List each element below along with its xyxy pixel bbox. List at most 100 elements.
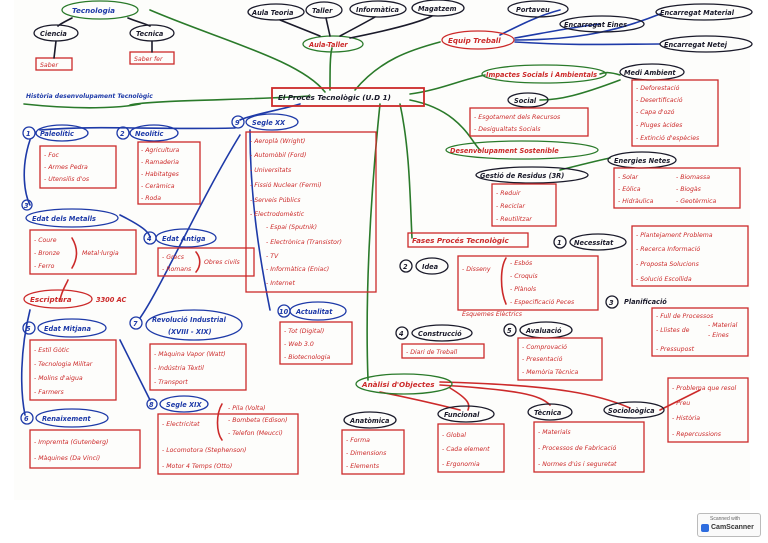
segle20-item: - TV xyxy=(266,253,279,260)
camscanner-label: CamScanner xyxy=(711,524,754,531)
taller-label: Taller xyxy=(312,7,333,15)
energies-item: - Geotèrmica xyxy=(676,197,717,205)
analisi-cluster: Anàlisi d'Objectes Anatòmica - Forma - D… xyxy=(341,373,749,475)
anat-item: - Dimensions xyxy=(346,450,387,457)
socio-item: - Repercussions xyxy=(672,431,722,438)
fase-num-4: 4 xyxy=(399,330,404,338)
segle20-item: - Automòbil (Ford) xyxy=(250,151,306,159)
num-2: 2 xyxy=(120,130,125,138)
antiga-item: - Grecs xyxy=(162,254,185,261)
social-item: - Esgotament dels Recursos xyxy=(474,113,561,121)
aula-taller-label: Aula-Taller xyxy=(308,41,348,49)
disseny-item: - Plànols xyxy=(510,285,537,293)
diari-label: - Diari de Treball xyxy=(406,349,457,356)
residus-item: - Reutilitzar xyxy=(496,215,532,223)
industrial-item: - Indústria Tèxtil xyxy=(154,364,204,372)
saber-fer-label: Saber fer xyxy=(134,56,163,63)
necessitat-item: - Solució Escollida xyxy=(636,275,692,283)
disseny-item: - Especificació Peces xyxy=(510,298,575,306)
num-3: 3 xyxy=(24,202,29,210)
aval-item: - Presentació xyxy=(522,355,563,363)
aval-item: - Comprovació xyxy=(522,343,567,351)
segle19-title: Segle XIX xyxy=(166,401,203,409)
medi-item: - Extinció d'espècies xyxy=(636,134,700,142)
metallurgia-label: Metal·lurgia xyxy=(82,249,119,257)
segle20-item: - Universitats xyxy=(250,166,292,174)
sostenible-title: Desenvolupament Sostenible xyxy=(450,147,559,155)
aval-item: - Memòria Tècnica xyxy=(522,368,578,376)
medi-item: - Deforestació xyxy=(636,84,680,92)
socio-item: - Problema que resol xyxy=(672,385,736,392)
planif-item: - Pressupost xyxy=(656,345,695,353)
planif-item: - Llistes de xyxy=(656,326,690,334)
portaveu-label: Portaveu xyxy=(516,6,550,14)
neolitic-item: - Ramaderia xyxy=(141,159,179,166)
aula-teoria-label: Aula Teoria xyxy=(251,9,294,17)
antiga-item: - Romans xyxy=(162,266,192,273)
ciencia-label: Ciencia xyxy=(40,30,67,38)
anatomica-title: Anatòmica xyxy=(349,417,390,425)
medi-item: - Desertificació xyxy=(636,96,683,104)
metalls-title: Edat dels Metalls xyxy=(32,215,96,223)
num-7: 7 xyxy=(133,320,138,328)
anat-item: - Forma xyxy=(346,437,370,444)
magatzem-label: Magatzem xyxy=(418,5,457,13)
tecnologia-title: Tecnologia xyxy=(72,6,115,15)
actualitat-item: - Tot (Digital) xyxy=(284,327,324,335)
energies-item: - Biogàs xyxy=(676,185,702,193)
social-item: - Desigualtats Socials xyxy=(474,125,541,133)
mitjana-item: - Estil Gòtic xyxy=(34,346,70,354)
camscanner-logo-icon xyxy=(701,524,709,532)
industrial-item: - Màquina Vapor (Watt) xyxy=(154,350,226,358)
segle20-item: - Aeroplà (Wright) xyxy=(250,137,305,145)
num-4: 4 xyxy=(147,235,152,243)
segle20-item: - Internet xyxy=(266,279,295,287)
necessitat-item: - Proposta Solucions xyxy=(636,260,700,268)
medi-item: - Pluges àcides xyxy=(636,121,683,129)
segle20-item: - Electrònica (Transistor) xyxy=(266,238,342,246)
func-item: - Global xyxy=(442,432,466,439)
encarregat-material-label: Encarregat Material xyxy=(660,9,735,17)
sostenible-cluster: Desenvolupament Sostenible Gestió de Res… xyxy=(445,140,741,227)
tec-item: - Processos de Fabricació xyxy=(538,444,616,452)
actualitat-item: - Web 3.0 xyxy=(284,341,314,348)
neolitic-item: - Ceràmica xyxy=(141,182,175,190)
segle20-item: - Fissió Nuclear (Fermi) xyxy=(250,181,322,189)
segle20-title: Segle XX xyxy=(252,119,286,127)
fase-num-3: 3 xyxy=(609,299,614,307)
industrial-subtitle: (XVIII - XIX) xyxy=(168,328,212,336)
renaixement-item: - Màquines (Da Vinci) xyxy=(34,454,100,462)
obres-civils-label: Obres civils xyxy=(204,259,241,266)
segle20-item: - Informàtica (Eniac) xyxy=(266,265,329,273)
neolitic-title: Neolític xyxy=(135,130,163,138)
fases-cluster: Fases Procés Tecnològic 1 Necessitat - P… xyxy=(395,225,749,381)
residus-item: - Reciclar xyxy=(496,203,525,210)
energies-item: - Hidràulica xyxy=(618,197,654,205)
mitjana-item: - Molins d'aigua xyxy=(34,375,83,382)
medi-title: Medi Ambient xyxy=(624,69,676,77)
idea-title: Idea xyxy=(422,263,439,271)
escriptura-date: 3300 AC xyxy=(96,296,127,304)
paleolitic-title: Paleolític xyxy=(40,130,74,138)
tecnica-an-title: Tècnica xyxy=(534,409,562,417)
planif-item: - Eines xyxy=(708,332,730,339)
socio-item: - Preu xyxy=(672,400,690,407)
socio-title: Socioloògica xyxy=(608,407,655,415)
neolitic-item: - Roda xyxy=(141,195,161,202)
func-item: - Ergonomia xyxy=(442,461,480,468)
mitjana-title: Edat Mitjana xyxy=(44,325,91,333)
num-10: 10 xyxy=(279,308,289,316)
segle20-item: - Espai (Sputnik) xyxy=(266,223,317,231)
func-item: - Cada element xyxy=(442,445,490,453)
center-node: El Procés Tecnològic (U.D 1) xyxy=(271,87,425,107)
segle20-item: - Electrodomèstic xyxy=(250,210,305,218)
segle19-elec-item: - Telefon (Meucci) xyxy=(228,430,283,437)
center-title: El Procés Tecnològic (U.D 1) xyxy=(278,93,391,102)
num-8: 8 xyxy=(149,401,154,409)
industrial-title: Revolució Industrial xyxy=(152,316,227,324)
paleolitic-item: - Foc xyxy=(44,152,60,159)
paleolitic-item: - Armes Pedra xyxy=(44,164,88,171)
historia-cluster: Història desenvolupament Tecnològic 1 Pa… xyxy=(20,93,377,475)
tecnologia-cluster: Tecnologia Ciencia Tecnica Saber Saber f… xyxy=(33,0,175,71)
